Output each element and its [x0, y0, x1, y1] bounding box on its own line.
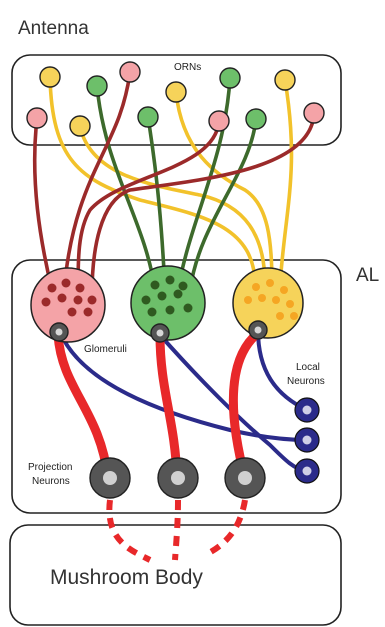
orn-pink [303, 102, 325, 124]
antenna-label: Antenna [18, 18, 89, 39]
axon-yellow-4 [278, 78, 294, 287]
axon-red-4 [90, 111, 316, 297]
orn-yellow [69, 115, 91, 137]
orn-green [137, 106, 159, 128]
local-neurons-label-line2: Neurons [287, 376, 325, 387]
projection-neurons-label-line1: Projection [28, 462, 72, 473]
local-neuron-somata [294, 397, 320, 484]
mb-projection-3 [203, 499, 248, 558]
axon-green-3 [176, 76, 232, 292]
glomerulus-pink [30, 267, 106, 343]
axon-red-1 [32, 116, 54, 292]
axon-red-2 [62, 70, 132, 292]
mushroom-body-label: Mushroom Body [50, 566, 203, 589]
orn-pink [119, 61, 141, 83]
orns-label: ORNs [174, 62, 201, 73]
projection-neuron-somata [89, 457, 266, 499]
projection-fiber-1 [53, 330, 113, 483]
mb-projection-1 [106, 499, 152, 563]
local-neurons-label-line1: Local [296, 362, 320, 373]
mushroom-body-projections [106, 499, 248, 563]
orn-green [219, 67, 241, 89]
orn-yellow [39, 66, 61, 88]
axon-green-4 [188, 117, 258, 292]
orn-green [86, 75, 108, 97]
glomerulus-green [130, 265, 206, 343]
orn-cell-bodies [26, 61, 325, 137]
orn-yellow [165, 81, 187, 103]
axon-yellow-1 [48, 75, 257, 287]
glomeruli-label: Glomeruli [84, 344, 127, 355]
local-fiber-2 [158, 333, 309, 473]
mb-projection-2 [172, 499, 181, 561]
axon-red-3 [76, 119, 221, 292]
orn-green [245, 108, 267, 130]
local-fiber-1 [58, 330, 309, 442]
projection-neurons-label-line2: Neurons [32, 476, 70, 487]
glomerulus-yellow [232, 267, 304, 340]
orn-pink [208, 110, 230, 132]
axon-yellow-3 [174, 90, 274, 287]
orn-yellow [274, 69, 296, 91]
orn-pink [26, 107, 48, 129]
al-label: AL [356, 265, 379, 286]
orn-axons [32, 70, 316, 297]
